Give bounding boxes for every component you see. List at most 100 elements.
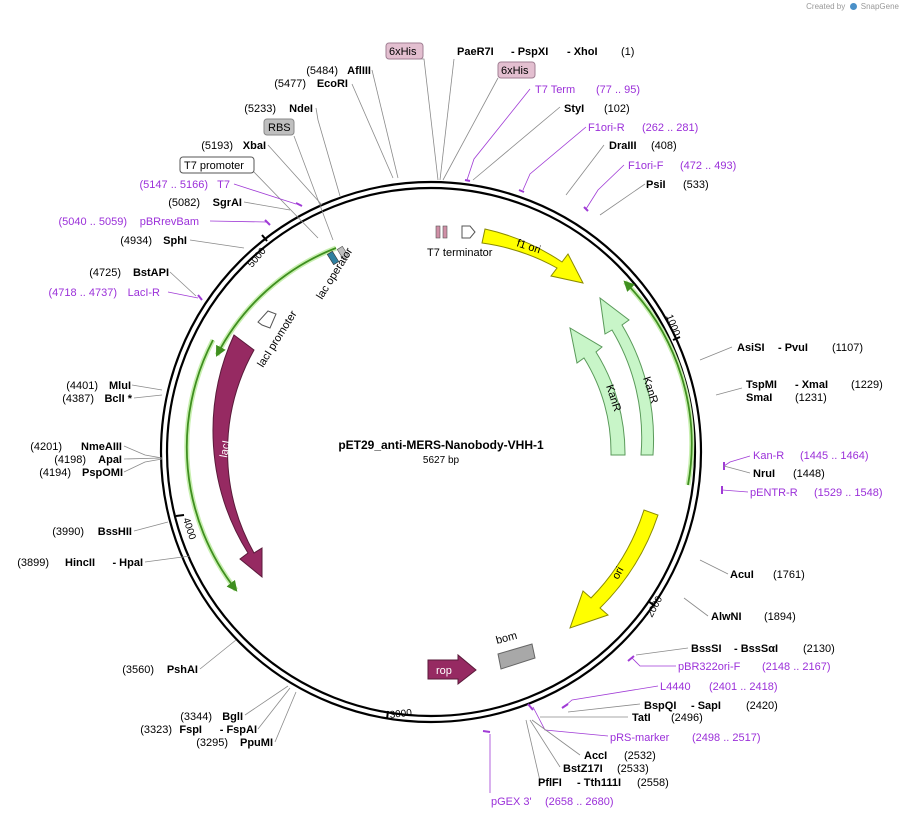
enzyme-ecori-pos: (5477): [274, 78, 306, 90]
primer-tick-t7: [295, 202, 303, 207]
bom-box: [497, 643, 536, 670]
enzyme-acci: AccI: [584, 750, 607, 762]
enzyme-tati-pos: (2496): [671, 712, 703, 724]
primer-f1orir-name: F1ori-R: [588, 122, 625, 134]
lead-t7: [233, 183, 297, 205]
enzyme-bsssai: - BssSαI: [734, 643, 778, 655]
primer-pentr-range: (1529 .. 1548): [814, 487, 883, 499]
lead-acui: [699, 559, 729, 575]
enzyme-alwni-pos: (1894): [764, 611, 796, 623]
his-tag-top: 6xHis: [389, 46, 417, 58]
labels-left: (5484) AflIII (5477) EcoRI (5233) NdeI (…: [17, 65, 371, 749]
laci-arrow: [212, 334, 263, 579]
bom-label: bom: [495, 630, 519, 647]
lead-mlui: [131, 384, 163, 391]
primer-tick-pbr322: [627, 655, 635, 662]
enzyme-bstapi: BstAPI: [133, 267, 169, 279]
enzyme-paer7i: PaeR7I: [457, 46, 494, 58]
plasmid-name: pET29_anti-MERS-Nanobody-VHH-1: [338, 438, 544, 452]
lead-l4440: [564, 685, 659, 707]
lead-sphi: [189, 239, 245, 249]
lead-pentr: [721, 489, 749, 493]
enzyme-afliii: AflIII: [347, 65, 371, 77]
enzyme-bstz17i-pos: (2533): [617, 763, 649, 775]
lead-fspi: [257, 687, 291, 730]
lead-bspqi: [567, 703, 641, 713]
enzyme-xmai-pos: (1229): [851, 379, 883, 391]
kanr-outer-arrow: [599, 296, 655, 456]
enzyme-tth111i: - Tth111I: [577, 777, 621, 789]
enzyme-pshai-pos: (3560): [122, 664, 154, 676]
enzyme-xhoi: - XhoI: [567, 46, 598, 58]
lead-pbrrev: [209, 220, 267, 223]
lead-rbs: [293, 135, 334, 241]
lead-paer7i: [439, 58, 455, 181]
enzyme-sphi: SphI: [163, 235, 187, 247]
ori-label: ori: [610, 565, 626, 581]
tick-label-3000: 3000: [389, 708, 413, 721]
enzyme-draiii-pos: (408): [651, 140, 677, 152]
lead-bsshii: [133, 521, 169, 532]
primer-t7-range: (5147 .. 5166): [140, 179, 209, 191]
enzyme-afliii-pos: (5484): [306, 65, 338, 77]
enzyme-apai: ApaI: [98, 454, 122, 466]
enzyme-xhoi-pos: (1): [621, 46, 634, 58]
primer-tick-prs: [527, 703, 534, 711]
primer-pbrrev-range: (5040 .. 5059): [59, 216, 128, 228]
primer-prs-range: (2498 .. 2517): [692, 732, 761, 744]
enzyme-smai: SmaI: [746, 392, 772, 404]
lead-afliii: [371, 69, 399, 179]
primer-t7term-range: (77 .. 95): [596, 84, 640, 96]
rop-label: rop: [436, 665, 452, 677]
rbs-label: RBS: [268, 122, 291, 134]
backbone-inner-circle: [165, 186, 697, 718]
primer-l4440-name: L4440: [660, 681, 691, 693]
primer-tick-lacir: [197, 294, 203, 301]
primer-kanr-name: Kan-R: [753, 450, 784, 462]
enzyme-hincii-pos: (3899): [17, 557, 49, 569]
lead-tspmi: [715, 387, 743, 396]
enzyme-nmeaiii: NmeAIII: [81, 441, 122, 453]
orf-lines: [184, 245, 695, 592]
lead-draiii: [565, 144, 605, 196]
primer-lacir-name: LacI-R: [128, 287, 160, 299]
enzyme-hincii: HincII: [65, 557, 95, 569]
tick-label-4000: 4000: [180, 517, 197, 542]
primer-prs-name: pRS-marker: [610, 732, 670, 744]
credit-prefix: Created by: [806, 2, 846, 11]
lead-f1orir: [522, 126, 587, 191]
enzyme-ndei-pos: (5233): [244, 103, 276, 115]
enzyme-mlui: MluI: [109, 380, 131, 392]
lead-sgrai: [243, 201, 291, 211]
orf-laci-line: [185, 339, 238, 592]
enzyme-bsshii-pos: (3990): [52, 526, 84, 538]
rbs-box: [263, 118, 295, 136]
enzyme-ppumi: PpuMI: [240, 737, 273, 749]
lead-pbr322: [631, 657, 676, 667]
primer-pbr322-name: pBR322ori-F: [678, 661, 741, 673]
primer-kanr-range: (1445 .. 1464): [800, 450, 869, 462]
enzyme-bsssi: BssSI: [691, 643, 722, 655]
primer-tick-pgex: [482, 730, 491, 733]
enzyme-pspomi: PspOMI: [82, 467, 123, 479]
lead-styi: [472, 106, 561, 181]
backbone: [159, 180, 703, 724]
enzyme-sphi-pos: (4934): [120, 235, 152, 247]
enzyme-sapi: - SapI: [691, 700, 721, 712]
lead-psii: [599, 183, 646, 216]
labels-right: PaeR7I - PspXI - XhoI (1) T7 Term (77 ..…: [457, 46, 883, 808]
enzyme-xmai: - XmaI: [795, 379, 828, 391]
enzyme-psii-pos: (533): [683, 179, 709, 191]
tick-5000: [261, 234, 268, 242]
primer-pgex-name: pGEX 3': [491, 796, 532, 808]
enzyme-bstz17i: BstZ17I: [563, 763, 603, 775]
enzyme-psii: PsiI: [646, 179, 666, 191]
enzyme-acci-pos: (2532): [624, 750, 656, 762]
primer-tick-t7term: [464, 179, 471, 182]
primer-f1orif-name: F1ori-F: [628, 160, 664, 172]
primer-pentr-name: pENTR-R: [750, 487, 798, 499]
tick-1000: [672, 336, 681, 341]
enzyme-bstapi-pos: (4725): [89, 267, 121, 279]
enzyme-acui: AcuI: [730, 569, 754, 581]
